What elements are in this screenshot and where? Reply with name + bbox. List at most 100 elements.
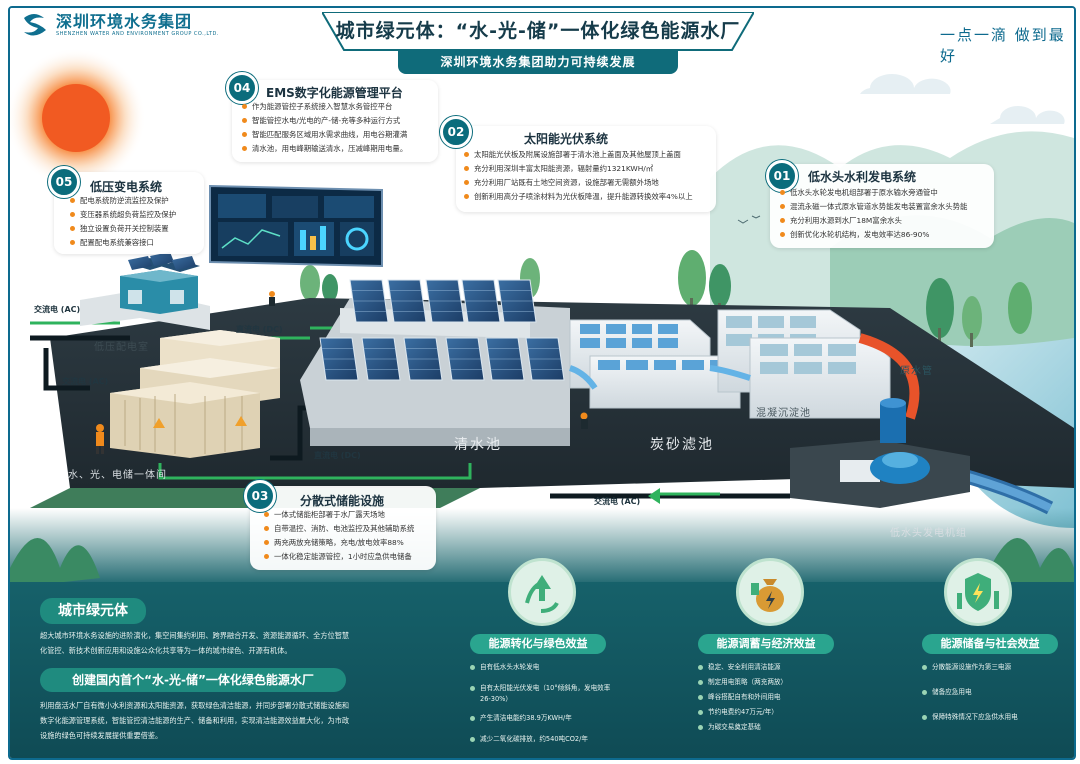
- list-item: 自有太阳能光伏发电（10°倾斜角，发电效率26-30%）: [470, 683, 620, 705]
- card-substation-list: 配电系统防逆流监控及保护 变压器系统超负荷监控及保护 独立设置负荷开关控制装置 …: [70, 194, 176, 250]
- company-logo: 深圳环境水务集团 SHENZHEN WATER AND ENVIRONMENT …: [20, 12, 219, 38]
- list-item: 清水池，用电峰期输送清水，压减峰期用电量。: [242, 142, 407, 156]
- shield-battery-icon: [944, 558, 1012, 626]
- list-item: 制定用电策略（两充两放）: [698, 677, 858, 688]
- label-raw-water: 原水管: [900, 366, 933, 377]
- list-item: 混流永磁一体式原水管道水势能发电装置富余水头势能: [780, 200, 967, 214]
- list-item: 节约电费约47万元/年）: [698, 707, 858, 718]
- card-solar-list: 太阳能光伏板及附属设施部署于清水池上盖面及其他屋顶上盖面 充分利用深圳丰富太阳能…: [464, 148, 693, 204]
- card-hydro-list: 低水头水轮发电机组部署于原水输水旁通管中 混流永磁一体式原水管道水势能发电装置富…: [780, 186, 967, 242]
- label-ac-3: 交流电 (AC): [594, 497, 641, 506]
- urban-green-title: 城市绿元体: [40, 598, 146, 624]
- list-item: 作为能源管控子系统接入智慧水务管控平台: [242, 100, 407, 114]
- card-solar-number: 02: [440, 116, 472, 148]
- hydro-turbine: [790, 398, 970, 508]
- recycle-icon: [508, 558, 576, 626]
- logo-subtext: SHENZHEN WATER AND ENVIRONMENT GROUP CO.…: [56, 31, 219, 37]
- scene: [10, 8, 1074, 588]
- list-item: 创新优化水轮机结构，发电效率达86-90%: [780, 228, 967, 242]
- label-carbon-filter: 炭砂滤池: [650, 437, 714, 453]
- list-item: 两充两放充储策略，充电/放电效率88%: [264, 536, 414, 550]
- list-item: 充分利用深圳丰富太阳能资源，辐射量约1321KWH/㎡: [464, 162, 693, 176]
- filter-tanks: [568, 309, 891, 419]
- card-ems: [232, 80, 438, 162]
- card-storage-list: 一体式储能柜部署于水厂露天场地 自带温控、消防、电池监控及其他辅助系统 两充两放…: [264, 508, 414, 564]
- label-ac-1: 交流电 (AC): [34, 305, 81, 314]
- solar-panel: [172, 256, 196, 270]
- list-item: 配置配电系统兼容接口: [70, 236, 176, 250]
- card-ems-title: EMS数字化能源管理平台: [266, 86, 403, 100]
- ems-screen: [209, 184, 383, 268]
- raw-water-pipe: [858, 333, 920, 420]
- label-storage: 水、光、电储一体间: [68, 470, 167, 481]
- card-hydro-number: 01: [766, 160, 798, 192]
- card-substation-title: 低压变电系统: [90, 180, 163, 194]
- list-item: 智能匹配服务区域用水需求曲线，用电谷期灌满: [242, 128, 407, 142]
- trees: [300, 250, 1032, 347]
- list-item: 低水头水轮发电机组部署于原水输水旁通管中: [780, 186, 967, 200]
- card-storage-number: 03: [244, 480, 276, 512]
- label-substation: 低压配电室: [94, 342, 149, 353]
- col-list-energy-reserve-social: 分散能源设施作为第三电源 储备应急用电 保障特殊情况下应急供水用电: [922, 662, 1068, 723]
- label-sediment: 混凝沉淀池: [756, 408, 811, 419]
- label-dc-1: 直流电 (DC): [236, 325, 283, 334]
- first-plant-text: 利用盘活水厂自有微小水利资源和太阳能资源，获取绿色清洁能源，并同步部署分散式储能…: [40, 701, 350, 740]
- list-item: 减少二氧化碳排放，约540吨CO2/年: [470, 734, 630, 745]
- label-dc-2: 直流电 (DC): [314, 451, 361, 460]
- list-item: 产生清洁电能约38.9万KWH/年: [470, 713, 630, 724]
- list-item: 自带温控、消防、电池监控及其他辅助系统: [264, 522, 414, 536]
- title-ribbon: [322, 12, 754, 51]
- solar-panels: [128, 252, 565, 381]
- card-storage-title: 分散式储能设施: [300, 494, 385, 508]
- list-item: 保障特殊情况下应急供水用电: [922, 712, 1068, 723]
- logo-text: 深圳环境水务集团: [56, 12, 193, 31]
- list-item: 变压器系统超负荷监控及保护: [70, 208, 176, 222]
- list-item: 太阳能光伏板及附属设施部署于清水池上盖面及其他屋顶上盖面: [464, 148, 693, 162]
- list-item: 创新利用高分子喷涂材料为光伏板降温，提升能源转换效率4%以上: [464, 190, 693, 204]
- label-ac-2: 交流电 (AC): [62, 377, 109, 386]
- list-item: 为碳交易奠定基础: [698, 722, 858, 733]
- list-item: 独立设置负荷开关控制装置: [70, 222, 176, 236]
- subtitle-band: 深圳环境水务集团助力可持续发展: [398, 50, 678, 74]
- bottom-band: 城市绿元体 超大城市环境水务设施的进阶演化，集空间集约利用、跨界融合开发、资源能…: [10, 558, 1074, 758]
- list-item: 自有低水头水轮发电: [470, 662, 630, 673]
- col-title-energy-storage-economy: 能源调蓄与经济效益: [698, 634, 834, 654]
- solar-panel: [128, 256, 152, 270]
- card-ems-list: 作为能源管控子系统接入智慧水务管控平台 智能管控水电/光电的产-储-充等多种运行…: [242, 100, 407, 156]
- card-substation-number: 05: [48, 166, 80, 198]
- first-plant-title-text: 创建国内首个“水-光-储”一体化绿色能源水厂: [72, 673, 314, 687]
- page-subtitle: 深圳环境水务集团助力可持续发展: [440, 55, 636, 69]
- urban-green-text: 超大城市环境水务设施的进阶演化，集空间集约利用、跨界融合开发、资源能源循环、全方…: [40, 631, 350, 655]
- list-item: 配电系统防逆流监控及保护: [70, 194, 176, 208]
- label-clear-pool: 清水池: [454, 437, 502, 453]
- list-item: 峰谷搭配自有和外间用电: [698, 692, 858, 703]
- list-item: 储备应急用电: [922, 687, 1068, 698]
- card-solar-title: 太阳能光伏系统: [524, 132, 609, 146]
- card-hydro-title: 低水头水利发电系统: [808, 170, 917, 184]
- list-item: 分散能源设施作为第三电源: [922, 662, 1068, 673]
- money-bag-icon: [736, 558, 804, 626]
- scene-illustration: [10, 8, 1074, 588]
- label-hydro: 低水头发电机组: [890, 528, 967, 539]
- solar-panel: [150, 252, 174, 266]
- card-solar: [456, 126, 716, 212]
- urban-green-title-text: 城市绿元体: [58, 603, 128, 619]
- col-list-energy-storage-economy: 稳定、安全利用清洁能源 制定用电策略（两充两放） 峰谷搭配自有和外间用电 节约电…: [698, 662, 858, 733]
- card-storage: [250, 486, 436, 570]
- col-list-energy-conversion: 自有低水头水轮发电 自有太阳能光伏发电（10°倾斜角，发电效率26-30%） 产…: [470, 662, 630, 745]
- list-item: 一体式储能柜部署于水厂露天场地: [264, 508, 414, 522]
- first-plant-title: 创建国内首个“水-光-储”一体化绿色能源水厂: [40, 668, 346, 692]
- list-item: 一体化稳定能源管控，1小时应急供电储备: [264, 550, 414, 564]
- list-item: 智能管控水电/光电的产-储-充等多种运行方式: [242, 114, 407, 128]
- list-item: 稳定、安全利用清洁能源: [698, 662, 858, 673]
- storage-containers: [96, 330, 280, 458]
- logo-icon: [24, 14, 46, 36]
- poster-frame: 深圳环境水务集团 SHENZHEN WATER AND ENVIRONMENT …: [8, 6, 1076, 760]
- list-item: 充分利用水源到水厂18M富余水头: [780, 214, 967, 228]
- card-hydro: [770, 164, 994, 248]
- card-ems-number: 04: [226, 72, 258, 104]
- col-title-energy-conversion: 能源转化与绿色效益: [470, 634, 606, 654]
- list-item: 充分利用厂站既有土地空间资源，设施部署无需额外场地: [464, 176, 693, 190]
- col-title-energy-reserve-social: 能源储备与社会效益: [922, 634, 1058, 654]
- slogan: 一点一滴 做到最好: [940, 26, 1066, 65]
